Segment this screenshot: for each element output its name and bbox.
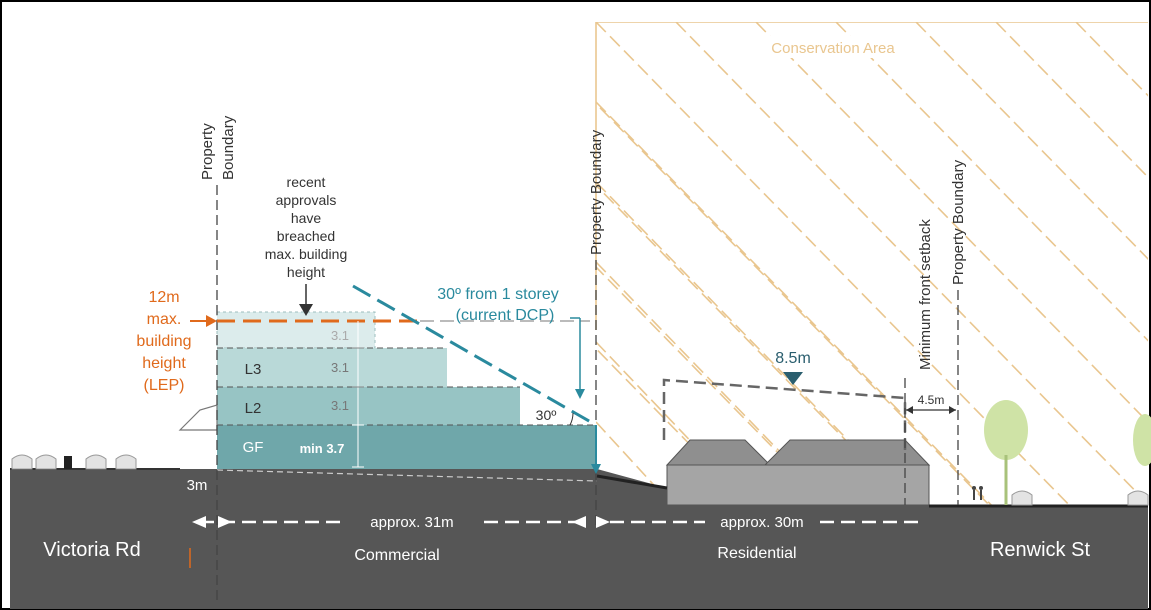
approx-30-label: approx. 30m xyxy=(720,514,803,531)
house-roof-1 xyxy=(665,439,772,466)
property-boundary-mid-label: Property Boundary xyxy=(588,129,605,255)
car-shape xyxy=(115,454,137,470)
property-boundary-left-line2: Boundary xyxy=(220,115,237,180)
lep-line: height xyxy=(142,355,186,372)
min-37-label: min 3.7 xyxy=(300,441,345,456)
house-body xyxy=(666,464,930,506)
note-line: height xyxy=(287,264,325,280)
car-shape xyxy=(11,454,33,470)
car-shape xyxy=(1011,490,1033,506)
tree-icon xyxy=(984,400,1028,460)
note-line: recent xyxy=(287,174,326,190)
dcp-note-line1: 30º from 1 storey xyxy=(437,286,558,303)
ground xyxy=(10,468,1148,609)
dim-arrow xyxy=(572,516,586,528)
setback-3m-label: 3m xyxy=(187,477,208,494)
proposed-building xyxy=(217,347,597,469)
ground-level-arrow xyxy=(591,464,601,474)
dim-label-31: 3.1 xyxy=(331,328,349,343)
dim-label-31: 3.1 xyxy=(331,360,349,375)
dcp-note-line2: (current DCP) xyxy=(456,307,555,324)
dim-arrow xyxy=(218,516,232,528)
residential-label: Residential xyxy=(717,545,796,562)
setback-45-arrow xyxy=(906,406,913,414)
tree-icon xyxy=(1133,414,1151,466)
car-shape xyxy=(35,454,57,470)
car-shape xyxy=(1127,490,1149,506)
min-front-setback-label: Minimum front setback xyxy=(917,219,934,370)
commercial-label: Commercial xyxy=(354,547,439,564)
height-85-label: 8.5m xyxy=(775,350,811,367)
level-l3-label: L3 xyxy=(245,361,262,378)
victoria-rd-label: Victoria Rd xyxy=(43,539,140,561)
note-line: breached xyxy=(277,228,335,244)
conservation-label-bg xyxy=(750,36,916,58)
street-items-right xyxy=(972,400,1151,506)
note-line: approvals xyxy=(276,192,337,208)
property-boundary-left-line1: Property xyxy=(199,123,216,180)
dcp-pointer-arrow xyxy=(575,389,585,399)
lep-height-note: 12m max. building height (LEP) xyxy=(136,289,191,394)
level-l2-label: L2 xyxy=(245,400,262,417)
dcp-30-degree-plane xyxy=(352,284,597,427)
dim-arrow xyxy=(192,516,206,528)
conservation-area-label: Conservation Area xyxy=(771,40,895,57)
setback-45-label: 4.5m xyxy=(918,393,945,407)
lep-line: building xyxy=(136,333,191,350)
angle-30-label: 30º xyxy=(536,407,557,423)
dim-label-31: 3.1 xyxy=(331,398,349,413)
lep-line: (LEP) xyxy=(144,377,185,394)
ground-fill xyxy=(10,469,1148,609)
note-pointer-arrow xyxy=(299,304,313,316)
ghost-breach-levels xyxy=(216,311,376,349)
car-shape xyxy=(85,454,107,470)
person-icon xyxy=(979,486,983,490)
angle-arc xyxy=(569,412,574,426)
residential-house: 8.5m xyxy=(662,350,931,506)
bin-icon xyxy=(64,456,72,469)
setback-45-arrow xyxy=(949,406,956,414)
level-l3 xyxy=(217,348,447,387)
dim-arrow xyxy=(596,516,610,528)
ground-slope-edge xyxy=(596,474,668,490)
person-icon xyxy=(972,486,976,490)
level-l2 xyxy=(217,387,520,425)
note-line: have xyxy=(291,210,322,226)
lep-pointer-arrow xyxy=(206,315,217,327)
renwick-st-label: Renwick St xyxy=(990,539,1090,561)
approx-31-label: approx. 31m xyxy=(370,514,453,531)
note-line: max. building xyxy=(265,246,348,262)
level-gf xyxy=(217,425,597,469)
floor-height-dimensions: 3.1 3.1 3.1 min 3.7 xyxy=(300,321,364,468)
street-cars-left xyxy=(11,454,137,470)
lep-line: max. xyxy=(147,311,182,328)
lep-line: 12m xyxy=(148,289,179,306)
property-boundary-right-label: Property Boundary xyxy=(950,159,967,285)
existing-ground-line xyxy=(216,469,598,482)
recent-approvals-note: recent approvals have breached max. buil… xyxy=(265,174,348,280)
lot-dimensions: approx. 31m approx. 30m xyxy=(192,514,920,531)
level-gf-label: GF xyxy=(243,439,264,456)
height-85-marker xyxy=(783,372,803,385)
